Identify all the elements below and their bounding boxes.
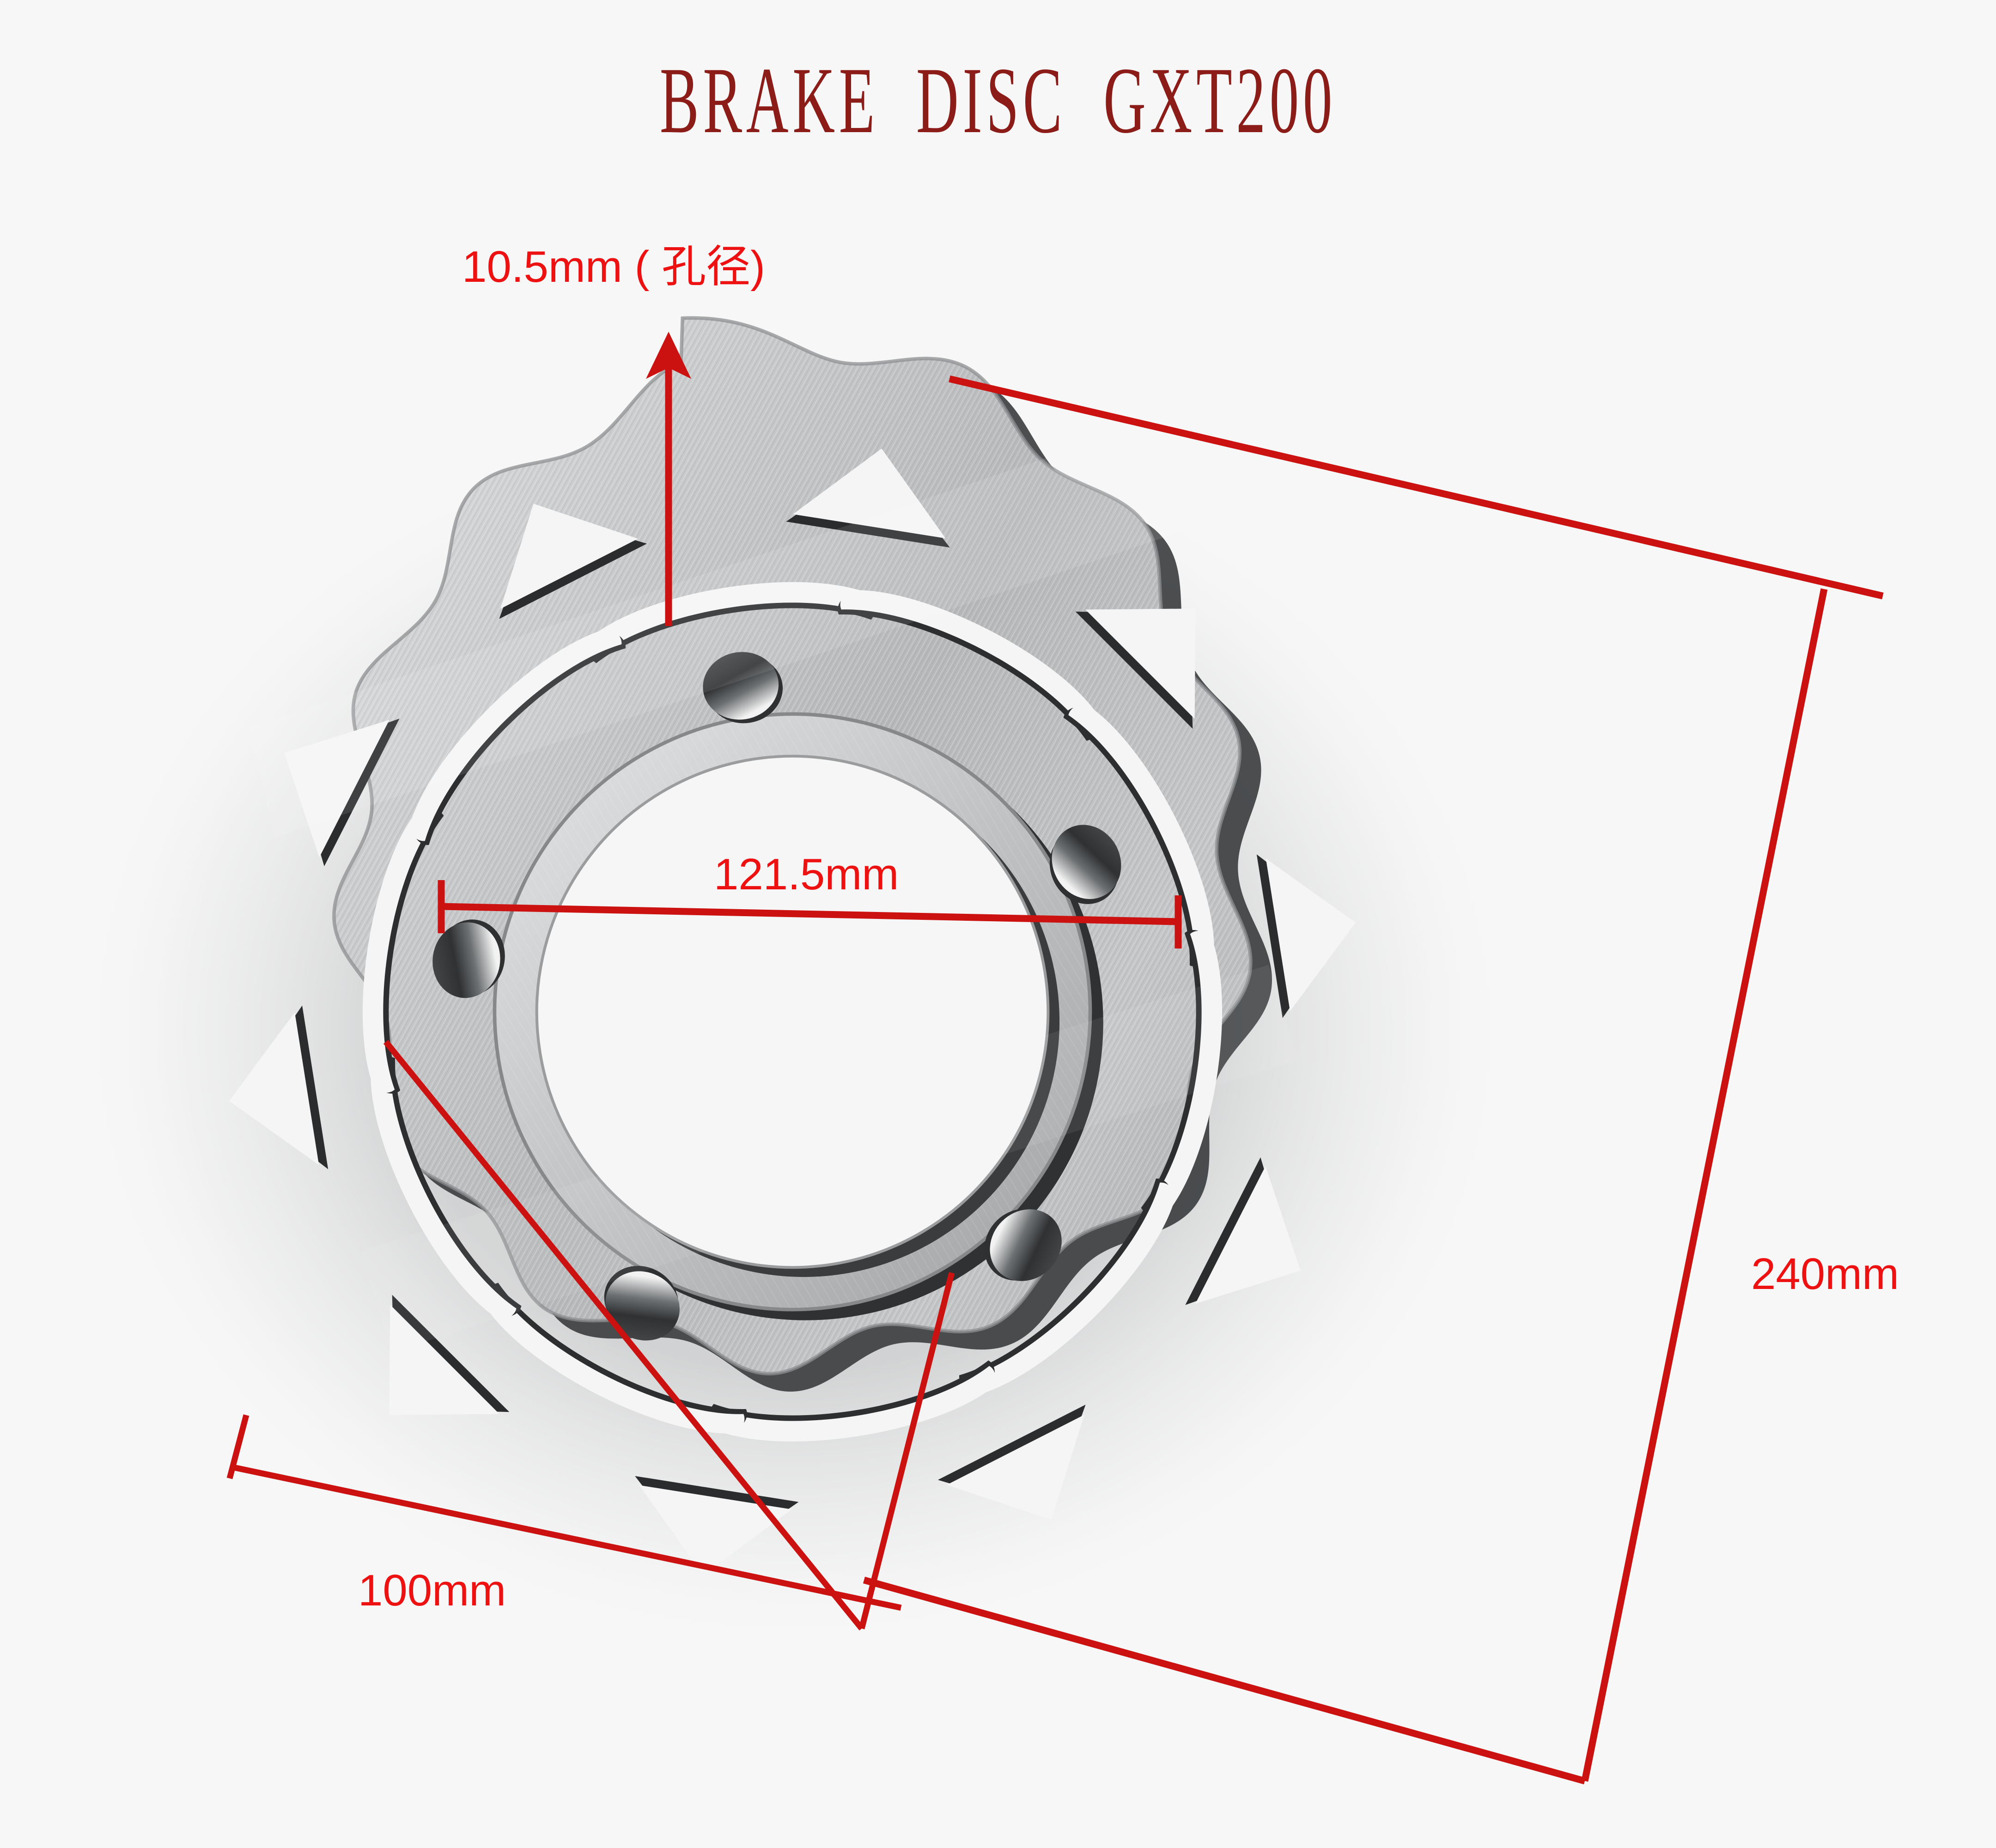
bolt-circle-label: 100mm: [358, 1566, 506, 1615]
page-title: BRAKE DISC GXT200: [659, 48, 1337, 153]
mounting-holes: [432, 652, 1121, 1341]
center-bore-dimension: [438, 880, 1182, 948]
outer-diameter-label: 240mm: [1751, 1249, 1899, 1299]
bolt-circle-dimension: [226, 1040, 955, 1631]
hole-diameter-label: 10.5mm ( 孔径): [462, 242, 766, 292]
outer-diameter-dimension: [863, 375, 1884, 1785]
center-bore-label: 121.5mm: [714, 850, 899, 899]
hole-diameter-leader: [646, 332, 691, 626]
